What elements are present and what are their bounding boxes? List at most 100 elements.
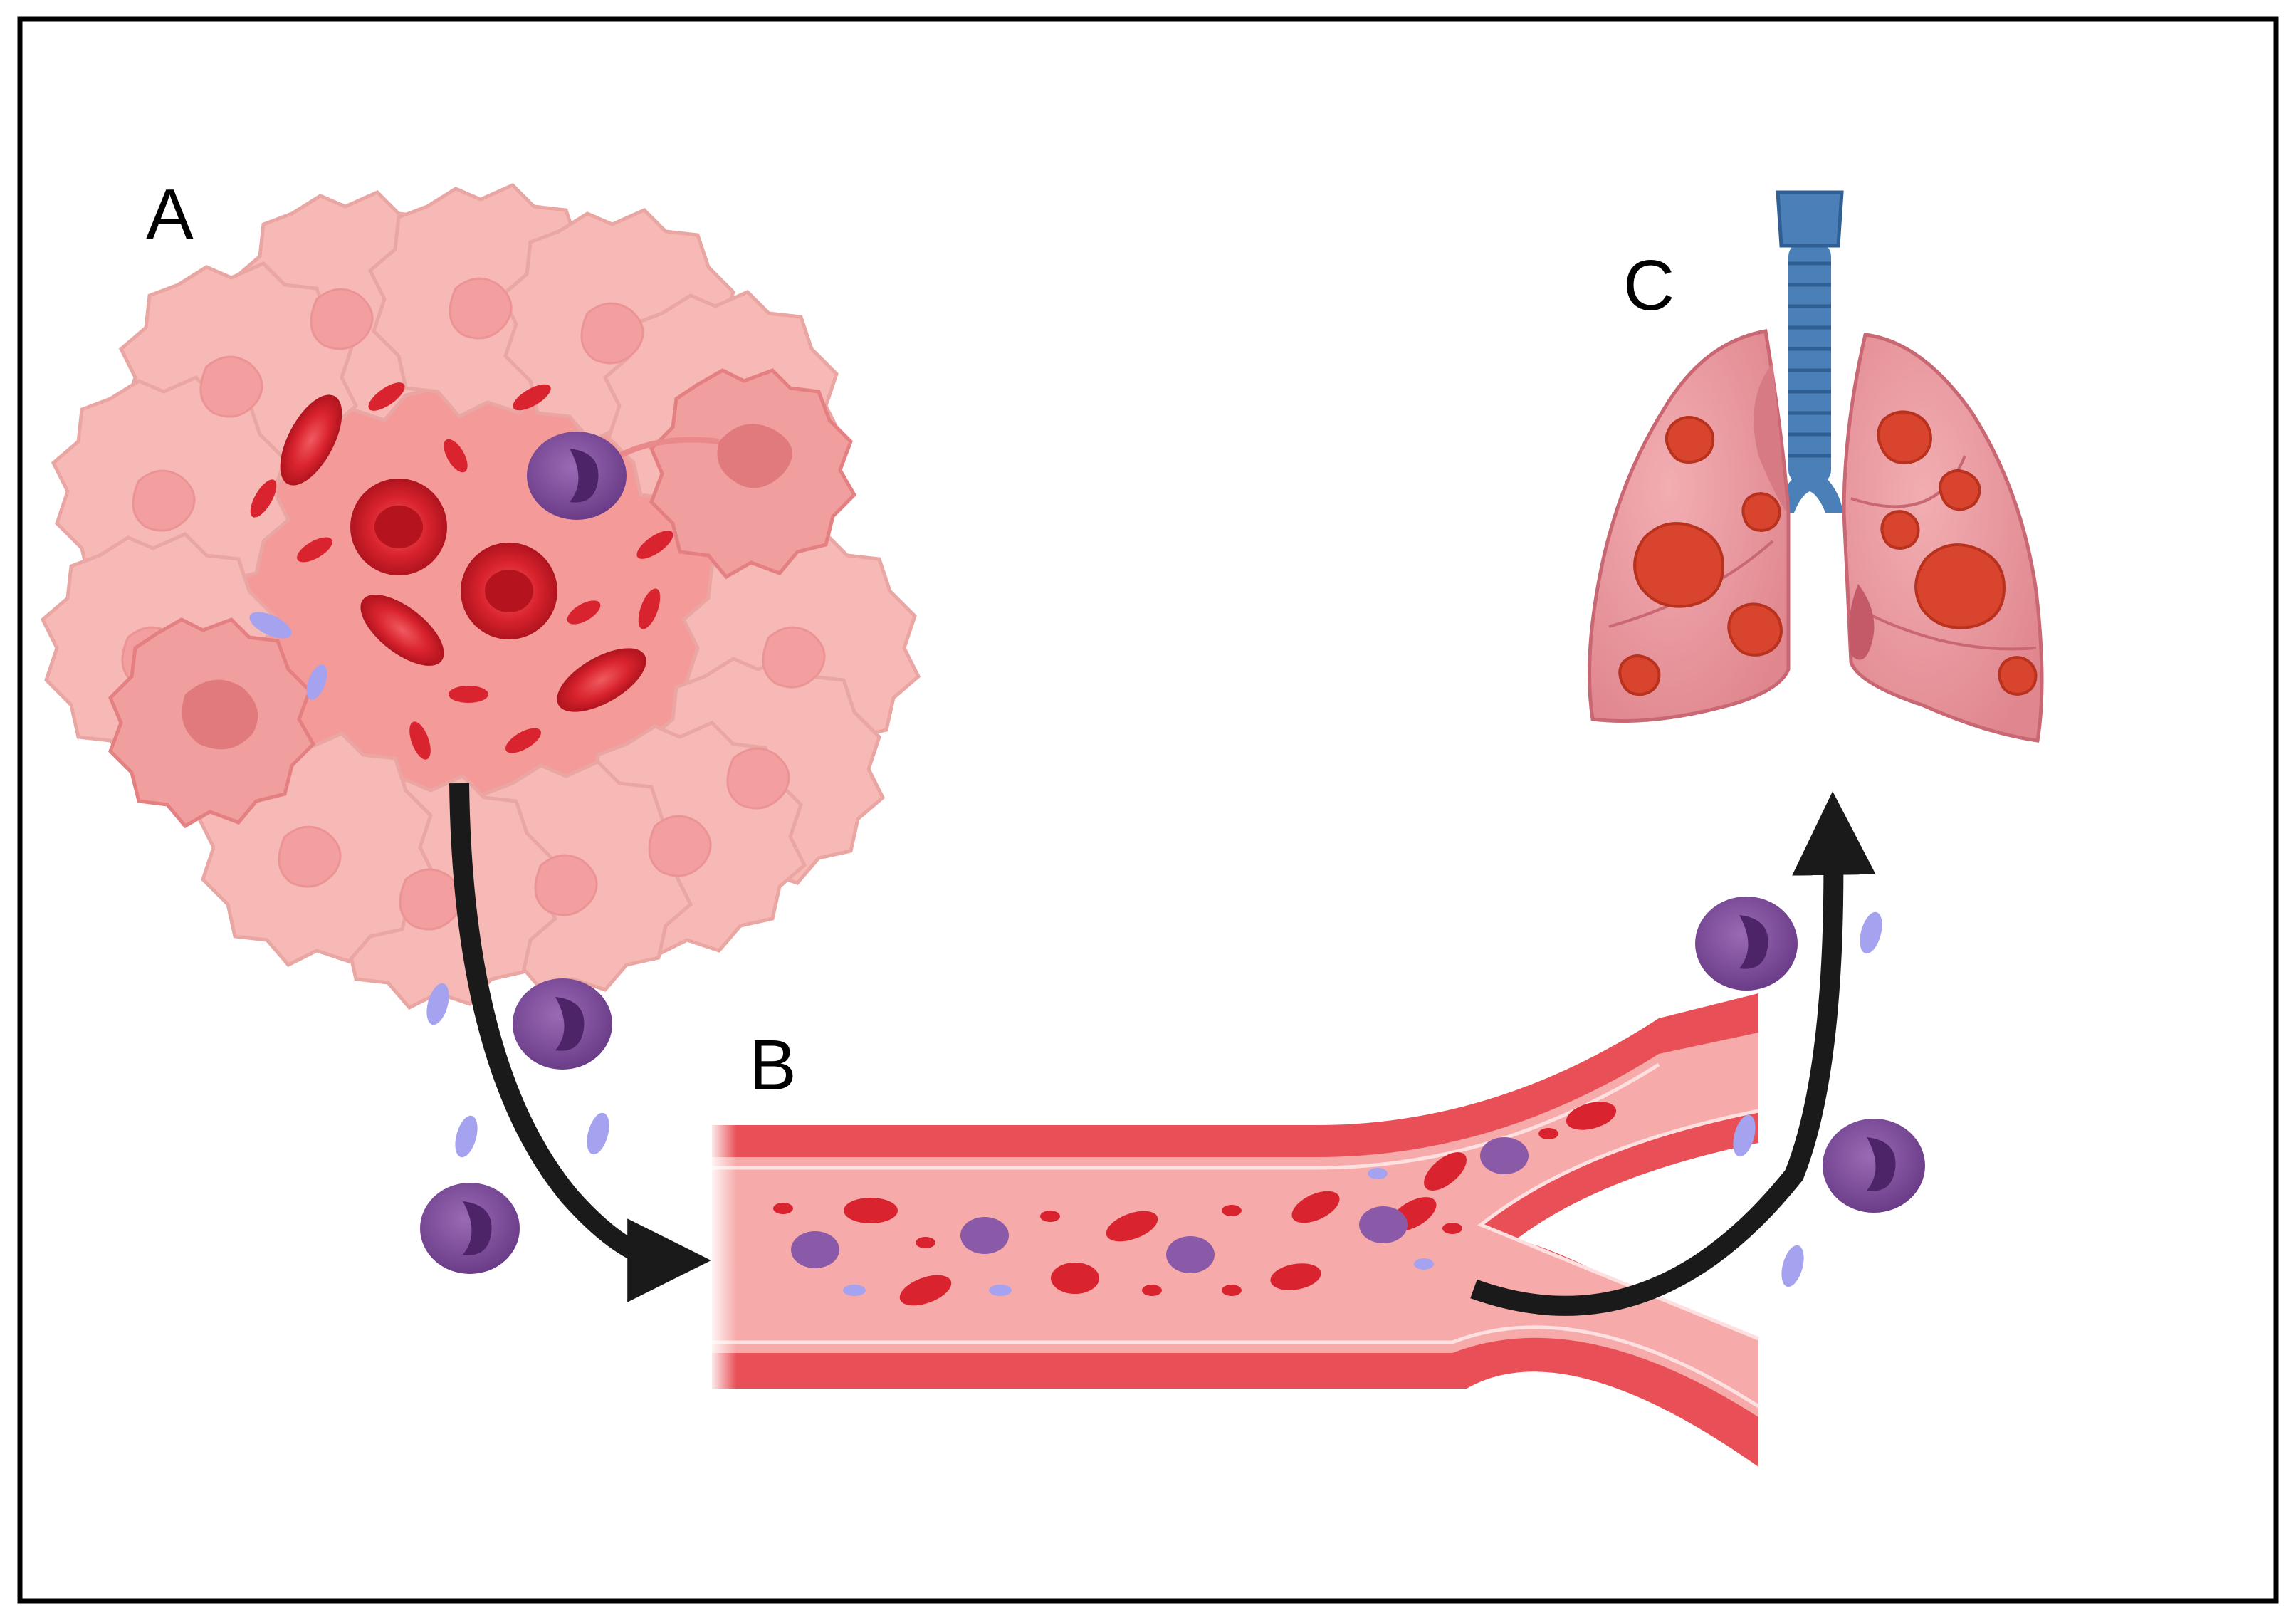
vessel-lumen <box>712 1033 1758 1417</box>
red-blood-cell-center <box>374 506 423 548</box>
red-blood-cell <box>250 479 277 518</box>
nucleus <box>199 355 263 418</box>
platelet <box>455 1115 478 1158</box>
platelet <box>1414 1258 1434 1270</box>
platelet <box>1781 1245 1804 1287</box>
red-blood-cell <box>844 1198 898 1223</box>
platelet <box>306 664 327 700</box>
metastasis <box>1727 602 1783 657</box>
red-blood-cell <box>638 588 661 629</box>
nucleus <box>278 825 342 888</box>
tumor-platelets <box>249 612 327 700</box>
metastasis <box>1618 654 1661 696</box>
vessel-inner-line <box>712 1062 1660 1170</box>
vessel-platelets <box>843 1168 1434 1296</box>
nucleus <box>534 854 598 916</box>
vessel-inner-line <box>712 1325 1760 1409</box>
leukocyte <box>513 978 612 1070</box>
red-blood-cell <box>636 531 673 559</box>
nucleus <box>310 288 374 350</box>
leukocyte <box>1166 1236 1215 1273</box>
red-blood-cell <box>1051 1263 1099 1294</box>
trachea <box>1788 242 1831 484</box>
leukocyte-nucleus <box>570 449 599 503</box>
vessel-fade-left <box>708 1111 737 1396</box>
arrow-vessel-to-lung <box>1470 791 1876 1316</box>
invasive-nucleus <box>182 679 258 750</box>
invasive-cells <box>108 368 857 829</box>
red-blood-cell <box>916 1237 935 1248</box>
red-blood-cell <box>1270 1263 1321 1290</box>
nucleus <box>648 815 712 877</box>
leukocyte <box>791 1231 839 1268</box>
red-blood-cell <box>513 384 551 411</box>
lung-hilum <box>1848 584 1875 660</box>
red-blood-cell <box>1106 1211 1158 1242</box>
red-blood-cell <box>557 648 646 712</box>
arrow-tumor-to-vessel <box>449 783 711 1302</box>
leukocyte-nucleus <box>463 1201 492 1255</box>
nucleus <box>726 747 790 810</box>
red-blood-cell <box>1442 1223 1462 1234</box>
flow-arrows <box>449 783 1876 1316</box>
larynx <box>1776 190 1844 248</box>
panel-label-a: A <box>146 174 194 254</box>
lung-metastases <box>1618 410 2038 696</box>
tumor-red-blood-cells <box>250 382 673 760</box>
metastasis <box>1914 543 2006 629</box>
leukocyte <box>1823 1119 1925 1213</box>
bronchi <box>1776 477 1843 513</box>
blood-vessel: B <box>708 993 1760 1467</box>
tumor-leukocyte <box>527 432 627 520</box>
red-blood-cell <box>280 394 342 486</box>
nucleus <box>449 277 513 340</box>
platelet <box>989 1285 1012 1296</box>
platelet <box>1860 911 1882 954</box>
red-blood-cell <box>1040 1211 1060 1222</box>
red-blood-cell <box>505 728 541 753</box>
red-blood-cell-center <box>485 570 533 612</box>
red-blood-cell <box>1222 1205 1242 1216</box>
red-blood-cell <box>368 382 405 411</box>
leukocyte <box>1359 1206 1408 1243</box>
figure-frame <box>17 16 2279 1604</box>
leukocyte <box>1480 1137 1529 1174</box>
red-blood-cell <box>1291 1191 1340 1223</box>
panel-label-c: C <box>1623 246 1674 325</box>
red-blood-cell <box>297 537 332 563</box>
panel-label-b: B <box>749 1025 797 1105</box>
red-blood-cell <box>360 595 444 666</box>
leukocyte-nucleus <box>555 997 585 1051</box>
nucleus <box>399 868 463 931</box>
platelet <box>587 1112 609 1155</box>
metastasis <box>1998 656 2038 696</box>
cell-protrusion <box>618 437 720 459</box>
red-blood-cell <box>773 1203 793 1214</box>
metastasis <box>1939 469 1981 511</box>
red-blood-cell <box>1566 1102 1617 1130</box>
metastasis <box>1633 522 1725 608</box>
platelet <box>843 1285 866 1296</box>
lung-hilum <box>1754 363 1787 513</box>
metastasis <box>1880 510 1920 550</box>
metastasis <box>1741 492 1781 533</box>
platelet <box>426 983 449 1025</box>
invasive-nucleus <box>717 424 792 488</box>
red-blood-cell <box>1142 1285 1162 1296</box>
lungs: C <box>1588 190 2044 743</box>
red-blood-cell <box>899 1275 952 1306</box>
nucleus <box>580 302 644 365</box>
leukocyte <box>527 432 627 520</box>
red-blood-cell <box>1424 1152 1467 1191</box>
trachea-rings <box>1788 261 1831 458</box>
nucleus <box>132 469 196 532</box>
vessel-red-blood-cells <box>773 1102 1617 1306</box>
leukocyte-nucleus <box>1739 915 1768 969</box>
leukocyte-nucleus <box>1867 1137 1896 1191</box>
vessel-fork-wall <box>1477 1109 1759 1341</box>
leukocyte <box>1695 897 1798 991</box>
lung-fissure <box>1865 611 2037 651</box>
nucleus <box>762 626 826 689</box>
leukocyte <box>420 1183 520 1274</box>
